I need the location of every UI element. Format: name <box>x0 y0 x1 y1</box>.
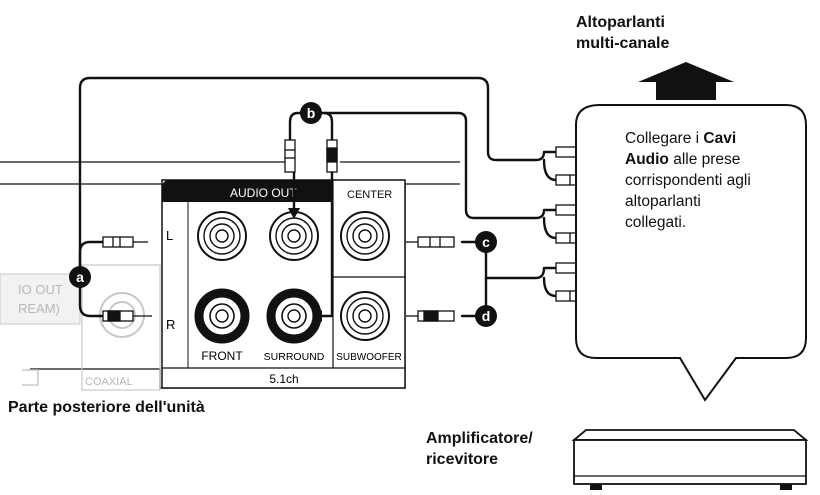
digital-out-label-1: IO OUT <box>18 282 63 297</box>
audio-out-panel: AUDIO OUT CENTER L R <box>161 179 406 389</box>
rear-panel-label: Parte posteriore dell'unità <box>8 399 205 416</box>
amplifier-icon <box>571 429 809 490</box>
coaxial-label: COAXIAL <box>85 376 133 388</box>
subwoofer-jack <box>340 291 390 341</box>
marker-a: a <box>69 266 91 288</box>
cable-b <box>288 111 538 220</box>
bubble-line5: collegati. <box>625 214 687 231</box>
speech-bubble-text: Collegare i Cavi Audio alle prese corris… <box>625 128 800 233</box>
svg-text:c: c <box>482 234 490 250</box>
plugs <box>102 139 455 322</box>
svg-text:b: b <box>307 105 316 121</box>
amplifier-label: Amplificatore/ ricevitore <box>426 428 533 470</box>
audio-out-header: AUDIO OUT <box>230 186 297 200</box>
bubble-line1-bold: Cavi <box>703 130 737 147</box>
cable-c <box>460 240 538 280</box>
speakers-label-line2: multi-canale <box>576 35 670 52</box>
front-r-jack <box>194 288 250 344</box>
amplifier-label-line2: ricevitore <box>426 451 499 468</box>
front-label: FRONT <box>201 349 243 363</box>
bubble-line3: corrispondenti agli <box>625 172 751 189</box>
speakers-label-line1: Altoparlanti <box>576 14 665 31</box>
subwoofer-label: SUBWOOFER <box>336 352 402 363</box>
arrowheads <box>288 208 322 322</box>
front-l-jack <box>197 211 247 261</box>
marker-b: b <box>300 102 322 124</box>
channel-label: 5.1ch <box>269 372 298 386</box>
up-arrow-icon <box>638 62 734 100</box>
center-jack <box>340 211 390 261</box>
digital-out-label-2: REAM) <box>18 301 60 316</box>
cables <box>78 76 558 318</box>
speakers-label: Altoparlanti multi-canale <box>576 12 669 54</box>
bubble-line1-pre: Collegare i <box>625 130 704 147</box>
speech-bubble <box>575 104 807 402</box>
right-channel-marker: R <box>166 317 175 332</box>
bubble-line2-bold: Audio <box>625 151 669 168</box>
surround-label: SURROUND <box>264 351 325 363</box>
amplifier-label-line1: Amplificatore/ <box>426 430 533 447</box>
left-channel-marker: L <box>166 228 173 243</box>
cable-a <box>78 76 538 268</box>
svg-text:a: a <box>76 269 84 285</box>
svg-text:d: d <box>482 308 491 324</box>
center-header: CENTER <box>347 189 392 201</box>
bubble-line2-post: alle prese <box>668 151 741 168</box>
marker-c: c <box>475 231 497 253</box>
bubble-line4: altoparlanti <box>625 193 701 210</box>
marker-d: d <box>475 305 497 327</box>
